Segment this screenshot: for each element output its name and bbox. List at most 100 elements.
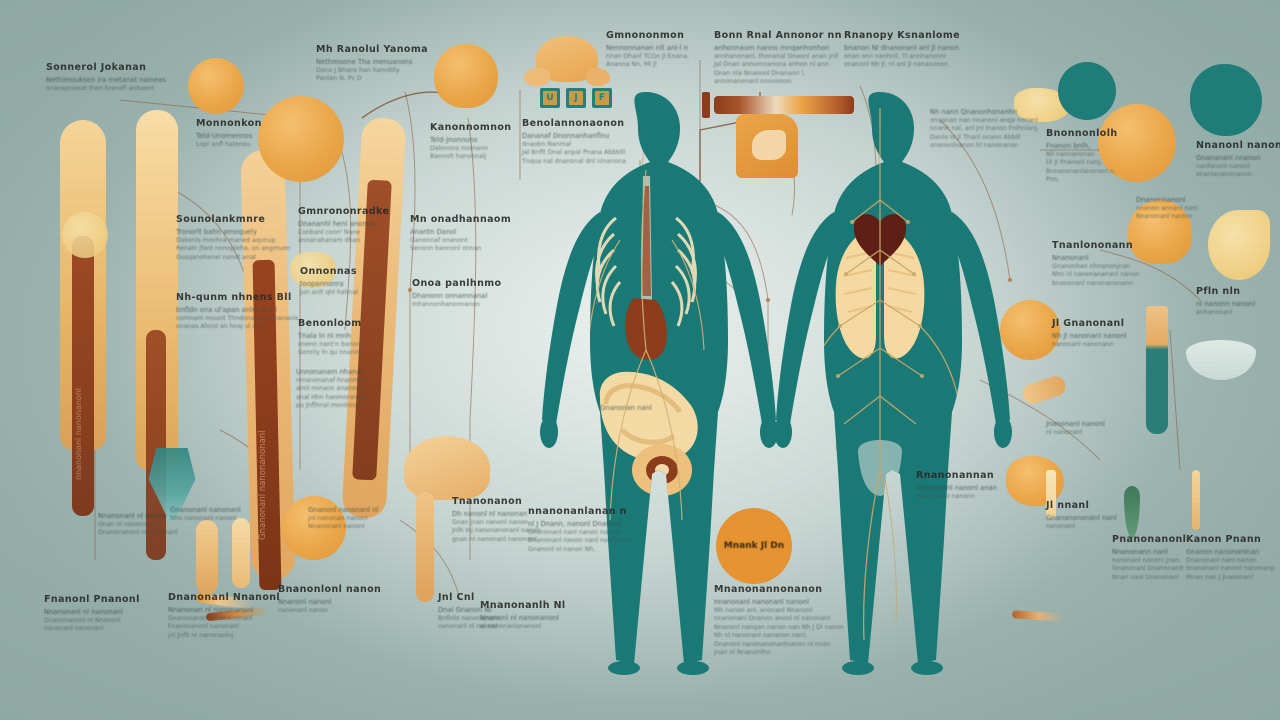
callout-line: annonanonanl nnnnonon [714,78,792,86]
callout-line: Jal Dnan annomnanona anhon nl ann [714,61,829,69]
med-organ-r5 [1000,300,1060,360]
callout-line: jnl Jnflt nl nanonanlnj [168,631,234,639]
callout-line: Bnnanonanlanonanl n, [1046,167,1116,175]
bone-illustration-bottom [196,520,218,594]
callout-heading: Benonloom [298,318,362,329]
callout-line: jnan nl Nnanonlhn [714,649,771,657]
callout-line: nanonanl nanonanl [44,625,104,633]
callout-line: Ganonnaf onanont [410,237,468,244]
callout-line: Mnan nan J Jnanonanl [1186,573,1253,581]
callout-line: Jnanonanl nanonl [1046,420,1105,428]
callout-line: onanas Ahnol an hoaj ul an ll [176,323,266,331]
callout-heading: Onoa panlhnmo [412,278,502,289]
callout-line: Nnanonanl nl nanonanl [44,608,123,616]
callout-heading: Mnanonanlh Nl [480,600,566,611]
callout-heading: Jl Gnanonanl [1052,318,1125,329]
spine-label-vertical-1: nnanonanl nanonanonl [74,388,83,480]
callout-line: Gnanonhan nhnanonjnan [1052,263,1131,270]
chip-3[interactable]: F [592,88,612,108]
callout-line: Gnanonl nanonanl nl [308,506,379,514]
callout-line: bnanonanl nanonl nanonanp [1186,565,1275,573]
callout-line: Nnanonanl nanonl [308,523,365,531]
callout-line: nnan Dhanl TCGn Jl Enana, [606,53,689,60]
callout-line: annl nonann ananonn [296,385,364,393]
leaf-illustration-right [1124,486,1140,538]
callout-line: nanonanl nanonl Jnan, [1112,557,1182,564]
callout-line: Nnanonl nanonl [278,598,332,606]
callout-heading: Nnanonl nanon [1196,140,1280,151]
badge-center[interactable]: Mnank Jl Dn [716,508,792,584]
callout-line: Nhn nanonanl nanonl [170,515,237,522]
callout-line: Dl Jl Pnanonl nanj, [1046,159,1102,167]
callout-line: Nnanonanl nl nanon [98,512,167,520]
callout-line: nnanon annanl nanl [1136,205,1198,212]
callout-heading: Bnanonlonl nanon [278,584,382,595]
callout-heading: Rnanonannan [916,470,995,481]
chip-2[interactable]: J [566,88,586,108]
callout-line: nomnam mount Thndonal anf Enananis [176,315,299,322]
callout-line: Anantn Danol [410,228,457,236]
callout-heading: Onnonnas [300,266,357,277]
callout-line: jun anlt qhl hahnal [300,289,358,296]
callout-line: onanonl Nh Jl, nl anl Jl nananonon [844,61,949,69]
callout-line: Nh nl nanonanl nananon nanl, [714,632,808,640]
callout-line: Bannolt hanonnalj [430,153,487,161]
callout-line: Tnqua nal dnanonal dnl nlnanona [522,157,626,165]
callout-line: jnl nanonan nanonl [308,515,368,522]
callout-line: bnanonanl nanonanonann [1052,279,1134,287]
callout-line: Gnanonan nanl [600,404,652,412]
callout-line: Conbanl conn' Nane [298,229,361,236]
callout-line: nanfanonl nanonl [1196,163,1250,170]
callout-line: Dnanonanl nanl nanon [1186,557,1257,564]
callout-line: annhanonanl, thonanal Dnaonl anan jnll [714,53,838,60]
callout-heading: Benolannonaonon [522,118,625,129]
callout-line: Dnanonanonl nl nanonanl [98,529,178,537]
callout-line: onan onn nanhnil, Tl annhanonnl [844,53,946,60]
callout-line: Dnal Gnanon Nl [438,606,492,614]
callout-line: Dananaf Dnonnanhanflnu [522,132,610,140]
callout-heading: Mh Ranolul Yanoma [316,44,428,55]
callout-heading: nnanonanlanan n [528,506,627,517]
callout-line: Dnan nla Nnanonl Dnanann l, [714,69,806,77]
callout-line: annanahanam dhan [298,237,361,245]
callout-line: Gonnly ln qu nnanint [298,349,363,357]
callout-line: Nennonnanan nlt anl-l n [606,44,688,52]
callout-line: Pnn, [1046,176,1060,184]
bone-illustration-right [1019,373,1069,407]
callout-line: nnanonanl nanonanl nanonl [714,598,809,606]
med-left-kidney [258,96,344,182]
callout-heading: Kanon Pnann [1186,534,1262,545]
callout-line: Gnan jnan nanonl nanon [452,519,529,526]
callout-line: nanonanl nanon [278,607,329,614]
callout-line: Dnanonnanonl [1136,196,1186,204]
callout-heading: Nh-qunm nhnens Bll [176,292,292,303]
callout-heading: Rnanopy Ksnanlome [844,30,960,41]
callout-line: Nethimouksen ira metanat naineas [46,76,166,84]
chip-1[interactable]: U [540,88,560,108]
callout-heading: Gmnononmon [606,30,685,41]
callout-line: Dano J Bhans han hanrdilly [316,67,400,74]
callout-heading: Kanonnomnon [430,122,512,133]
callout-line: Nnanonanl nanlon [1136,213,1193,221]
callout-line: Tnala ln nl mnh [298,332,351,340]
callout-line: bnfldn ona ul'apan anlnt D n l [176,306,277,314]
callout-heading: Bnonnonlolh [1046,128,1118,139]
med-organ-r2 [1128,200,1192,264]
syringe-illustration [714,96,854,114]
